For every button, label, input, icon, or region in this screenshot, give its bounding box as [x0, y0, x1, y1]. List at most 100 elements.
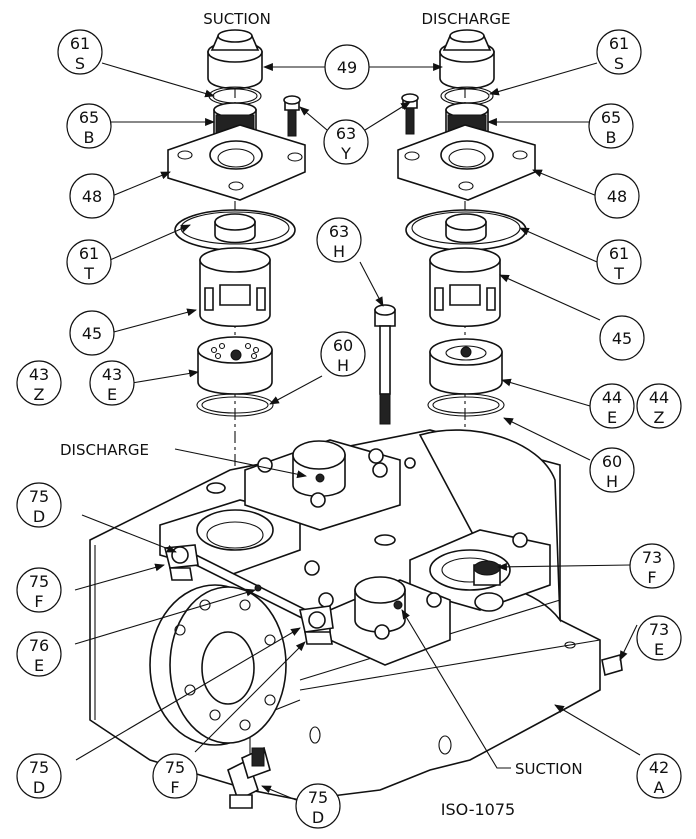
callout-text: T: [83, 264, 94, 283]
callout-text: 61: [609, 34, 629, 53]
callout-c42a: 42A: [636, 753, 682, 799]
callout-text: B: [606, 128, 617, 147]
callout-text: E: [107, 385, 117, 404]
callout-text: F: [647, 568, 656, 587]
callout-c45_r: 45: [599, 315, 645, 361]
callout-text: 44: [602, 388, 622, 407]
callout-circle: [16, 482, 62, 528]
discharge-port-label: DISCHARGE: [60, 441, 149, 459]
callout-circle: [324, 44, 370, 90]
callout-circle: [596, 239, 642, 285]
callout-text: A: [654, 778, 665, 797]
callout-text: 75: [165, 758, 185, 777]
callout-c65b_l: 65B: [66, 103, 112, 149]
callout-c61t_l: 61T: [66, 239, 112, 285]
callout-c73f: 73F: [629, 543, 675, 589]
callout-circle: [636, 615, 682, 661]
callout-circle: [596, 29, 642, 75]
callout-circle: [16, 567, 62, 613]
callout-text: S: [614, 54, 624, 73]
callout-c63h: 63H: [316, 217, 362, 263]
callout-text: Z: [34, 385, 45, 404]
callout-circle: [323, 119, 369, 165]
callout-text: H: [337, 356, 349, 375]
callout-circle: [66, 239, 112, 285]
suction-top-label: SUCTION: [203, 10, 271, 28]
discharge-valve-stack: [397, 29, 536, 417]
drawing-number: ISO-1075: [441, 800, 515, 819]
callout-text: 63: [329, 222, 349, 241]
callout-text: 61: [609, 244, 629, 263]
callout-circle: [16, 753, 62, 799]
callout-circle: [89, 360, 135, 406]
callout-text: 45: [82, 324, 102, 343]
callout-c65b_r: 65B: [588, 103, 634, 149]
callout-c48_r: 48: [594, 173, 640, 219]
callout-c63y: 63Y: [323, 119, 369, 165]
callout-text: B: [84, 128, 95, 147]
callout-circle: [295, 783, 341, 829]
callout-text: 42: [649, 758, 669, 777]
callout-c61t_r: 61T: [596, 239, 642, 285]
tube-assembly: [163, 544, 623, 809]
callout-circle: [629, 543, 675, 589]
callout-text: 44: [649, 388, 669, 407]
callout-text: Y: [340, 144, 351, 163]
callout-circle: [69, 310, 115, 356]
callout-circle: [589, 383, 635, 429]
callout-text: 60: [602, 452, 622, 471]
callout-text: Z: [654, 408, 665, 427]
callout-text: D: [33, 778, 45, 797]
callout-c60h_r: 60H: [589, 447, 635, 493]
callout-text: S: [75, 54, 85, 73]
callout-circle: [57, 29, 103, 75]
suction-port-label: SUCTION: [515, 760, 583, 778]
callout-text: E: [607, 408, 617, 427]
callout-text: F: [34, 592, 43, 611]
callout-c45_l: 45: [69, 310, 115, 356]
callout-text: 73: [642, 548, 662, 567]
callout-circle: [152, 753, 198, 799]
callout-text: 60: [333, 336, 353, 355]
callout-circle: [589, 447, 635, 493]
callout-text: H: [606, 472, 618, 491]
callout-text: D: [33, 507, 45, 526]
callout-text: H: [333, 242, 345, 261]
callout-text: 73: [649, 620, 669, 639]
callout-circle: [316, 217, 362, 263]
callout-text: 65: [79, 108, 99, 127]
leader-lines: [74, 62, 641, 801]
callout-text: 43: [102, 365, 122, 384]
callout-c61s_l: 61S: [57, 29, 103, 75]
callout-c49: 49: [324, 44, 370, 90]
callout-text: 48: [607, 187, 627, 206]
callout-text: 76: [29, 636, 49, 655]
callout-text: F: [170, 778, 179, 797]
suction-valve-stack: [167, 29, 306, 417]
callout-text: E: [34, 656, 44, 675]
callout-text: D: [312, 808, 324, 827]
callout-circle: [66, 103, 112, 149]
callout-c44z: 44Z: [636, 383, 682, 429]
callout-circle: [588, 103, 634, 149]
callout-c61s_r: 61S: [596, 29, 642, 75]
callout-text: 75: [29, 572, 49, 591]
callout-circle: [594, 173, 640, 219]
callout-circle: [16, 631, 62, 677]
callout-c48_l: 48: [69, 173, 115, 219]
callout-c75f_l: 75F: [16, 567, 62, 613]
callout-c75d_mid: 75D: [16, 753, 62, 799]
callout-text: 75: [29, 487, 49, 506]
callout-text: 49: [337, 58, 357, 77]
callout-text: 43: [29, 365, 49, 384]
callout-c75f_bot: 75F: [152, 753, 198, 799]
callout-c43z: 43Z: [16, 360, 62, 406]
discharge-top-label: DISCHARGE: [421, 10, 510, 28]
callout-text: 61: [79, 244, 99, 263]
callout-c76e: 76E: [16, 631, 62, 677]
long-bolt: [374, 304, 396, 425]
callout-circle: [320, 331, 366, 377]
callout-text: 75: [29, 758, 49, 777]
